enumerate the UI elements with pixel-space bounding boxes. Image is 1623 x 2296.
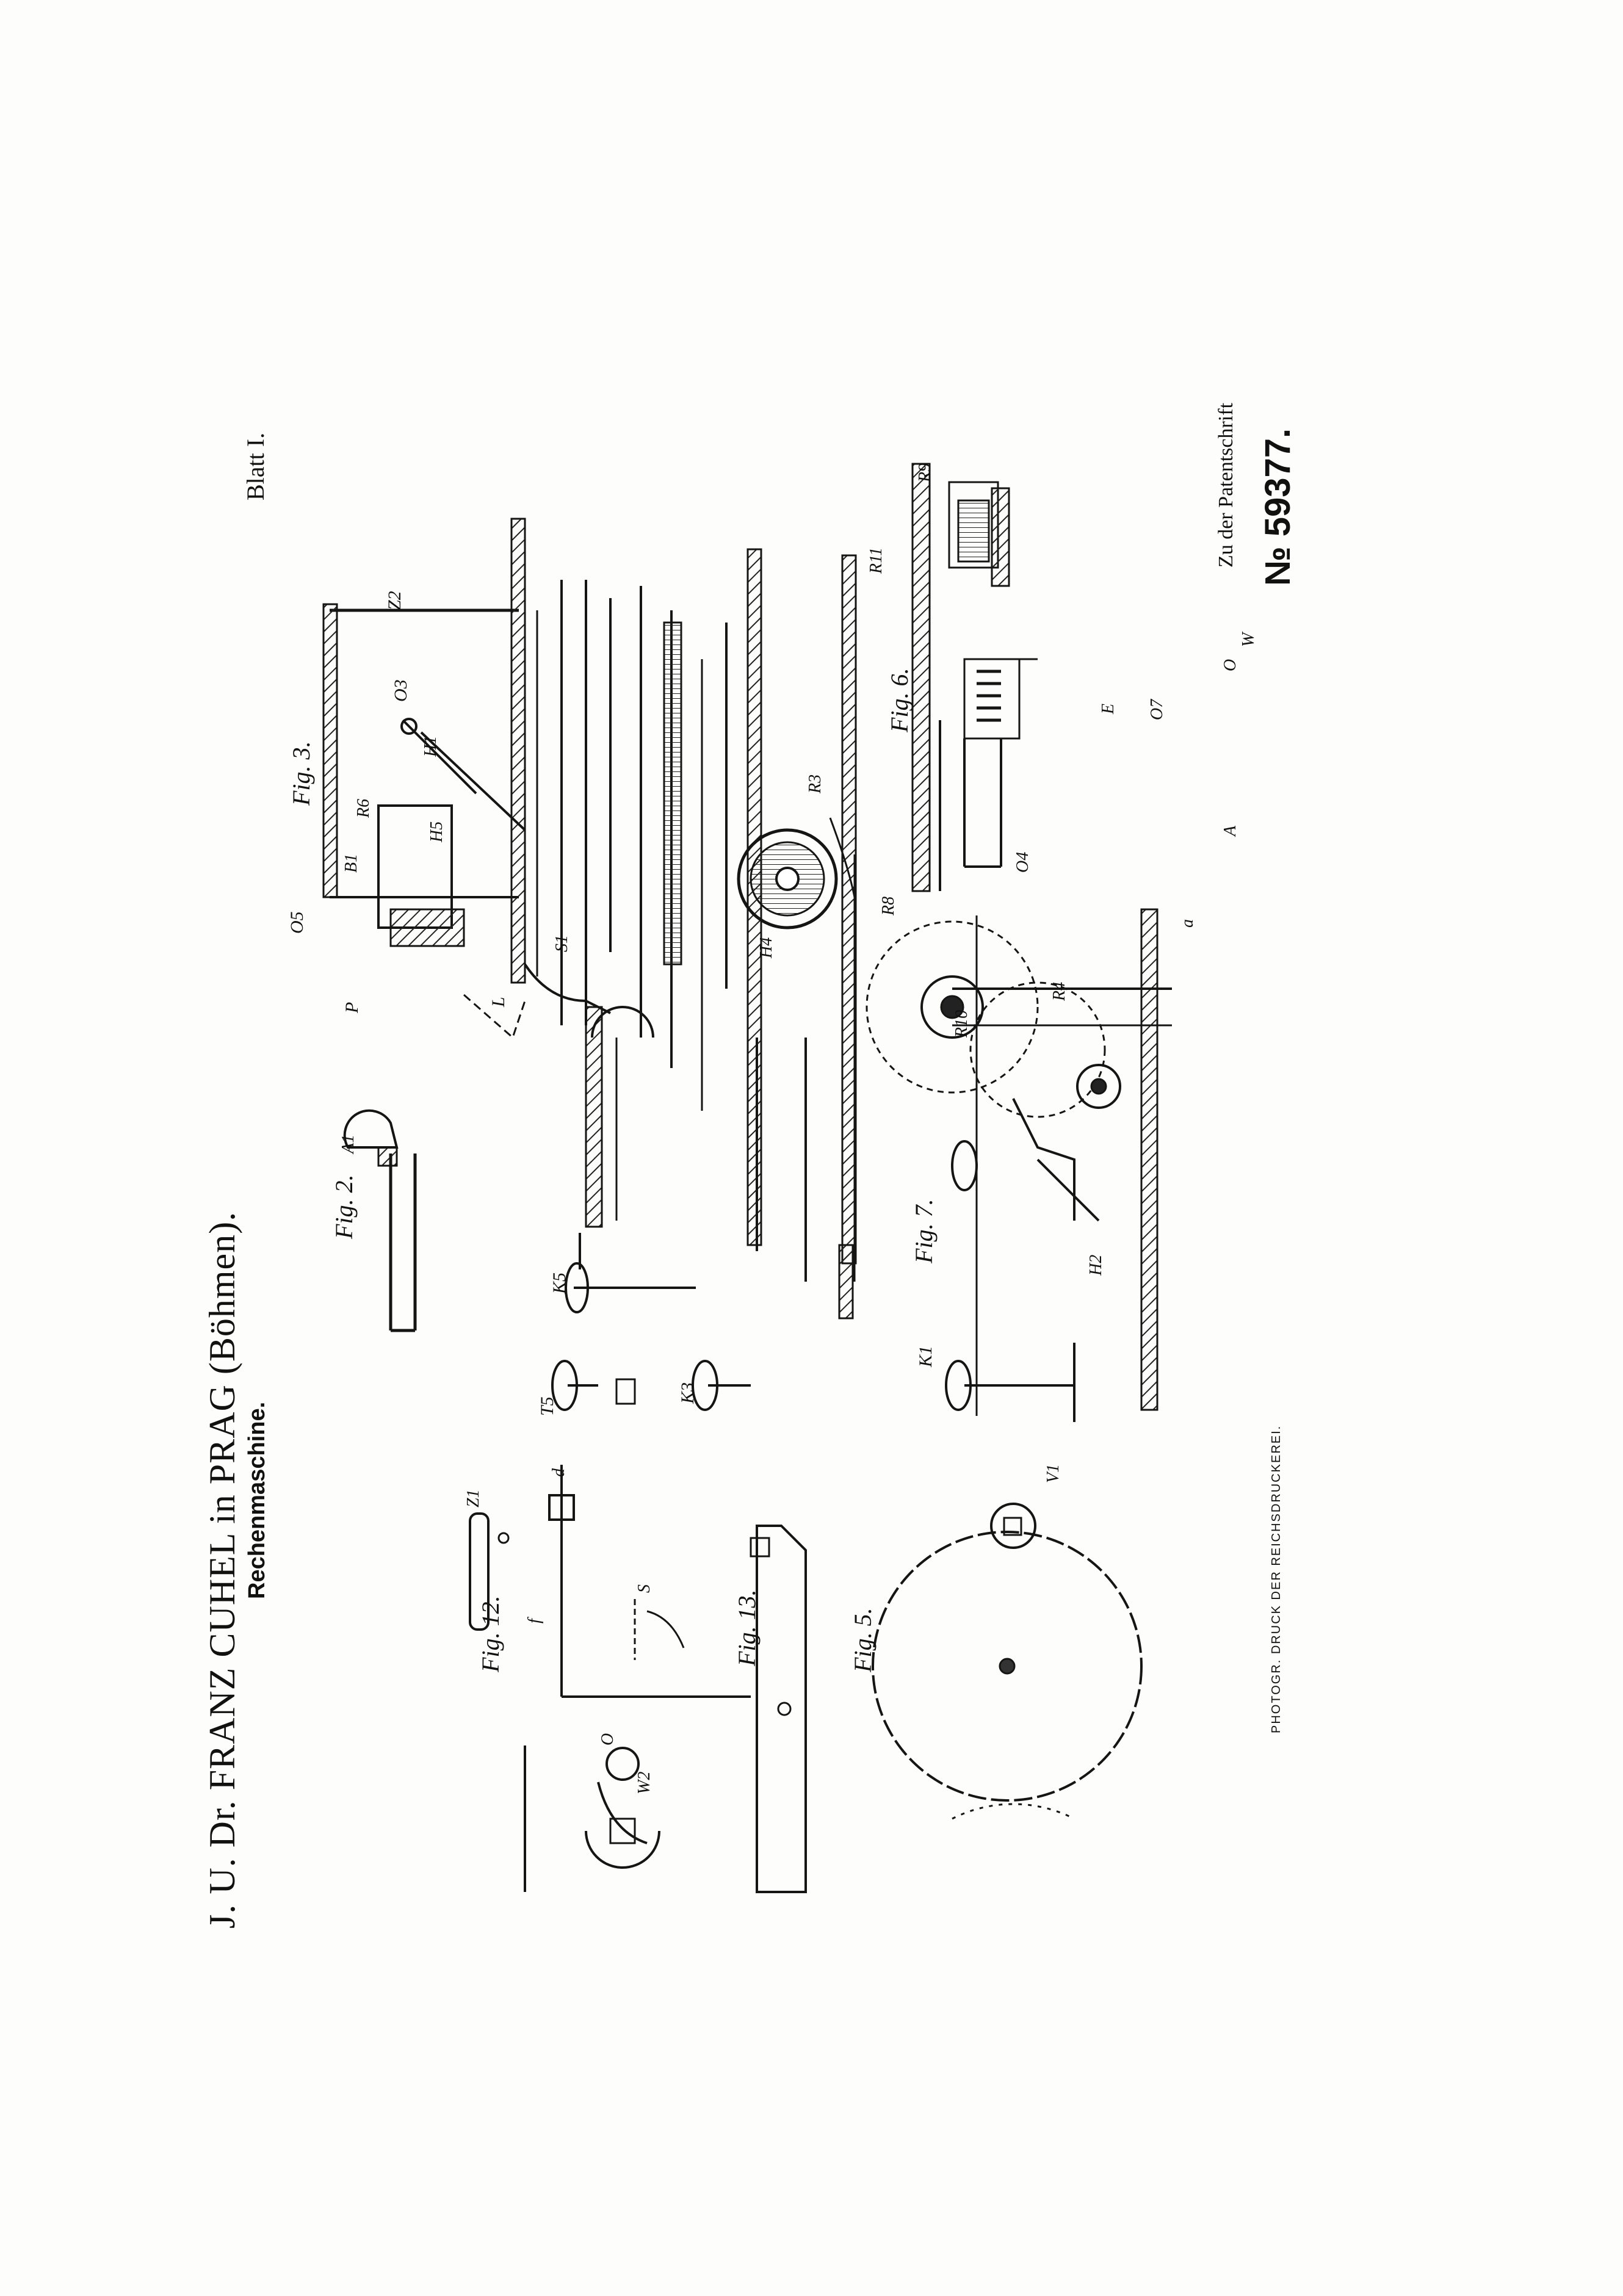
ref-R8: R8 xyxy=(879,896,898,915)
ref-H4: H4 xyxy=(757,937,776,958)
ref-Z1: Z1 xyxy=(464,1489,483,1507)
ref-L: L xyxy=(488,997,508,1007)
ref-f: f xyxy=(525,1619,544,1623)
ref-T5: T5 xyxy=(537,1396,557,1416)
ref-d: d xyxy=(549,1468,568,1477)
ref-R6: R6 xyxy=(354,798,373,818)
ref-H5: H5 xyxy=(427,821,446,842)
ref-A1: A1 xyxy=(339,1134,358,1153)
ref-R10: R10 xyxy=(952,1009,971,1038)
ref-O-lower: O xyxy=(598,1733,617,1745)
ref-R4: R4 xyxy=(1050,981,1069,1001)
fig7-detail xyxy=(866,908,1172,1422)
ref-B1: B1 xyxy=(342,853,361,873)
ref-H2: H2 xyxy=(1086,1254,1105,1276)
ref-S: S xyxy=(635,1584,654,1593)
ref-O5: O5 xyxy=(287,911,307,934)
ref-S1: S1 xyxy=(552,935,571,952)
ref-R9: R9 xyxy=(916,463,934,482)
partial-lower-detail xyxy=(524,1745,660,1892)
ref-R3: R3 xyxy=(806,774,825,793)
ref-W: W xyxy=(1239,632,1258,647)
fig5-wheel xyxy=(872,1503,1143,1820)
ref-O: O xyxy=(1221,659,1240,671)
ref-P: P xyxy=(342,1002,362,1013)
ref-O3: O3 xyxy=(391,679,411,702)
ref-H1: H1 xyxy=(421,735,440,757)
ref-E: E xyxy=(1099,703,1118,714)
fig3-assembly xyxy=(322,518,857,1411)
fig13-detail xyxy=(750,1525,807,1893)
ref-W2: W2 xyxy=(635,1771,654,1794)
ref-O4: O4 xyxy=(1013,851,1032,873)
ref-R11: R11 xyxy=(867,547,886,574)
ref-a: a xyxy=(1178,919,1197,928)
ref-K3: K3 xyxy=(678,1382,698,1404)
ref-K5: K5 xyxy=(549,1272,569,1294)
fig2-detail xyxy=(343,1109,417,1332)
ref-Z2: Z2 xyxy=(385,591,405,610)
fig12-detail xyxy=(469,1465,751,1698)
ref-V1: V1 xyxy=(1044,1464,1063,1483)
ref-O7: O7 xyxy=(1148,699,1166,720)
ref-K1: K1 xyxy=(916,1345,936,1367)
ref-A: A xyxy=(1221,825,1240,836)
fig6-detail xyxy=(911,463,1038,892)
